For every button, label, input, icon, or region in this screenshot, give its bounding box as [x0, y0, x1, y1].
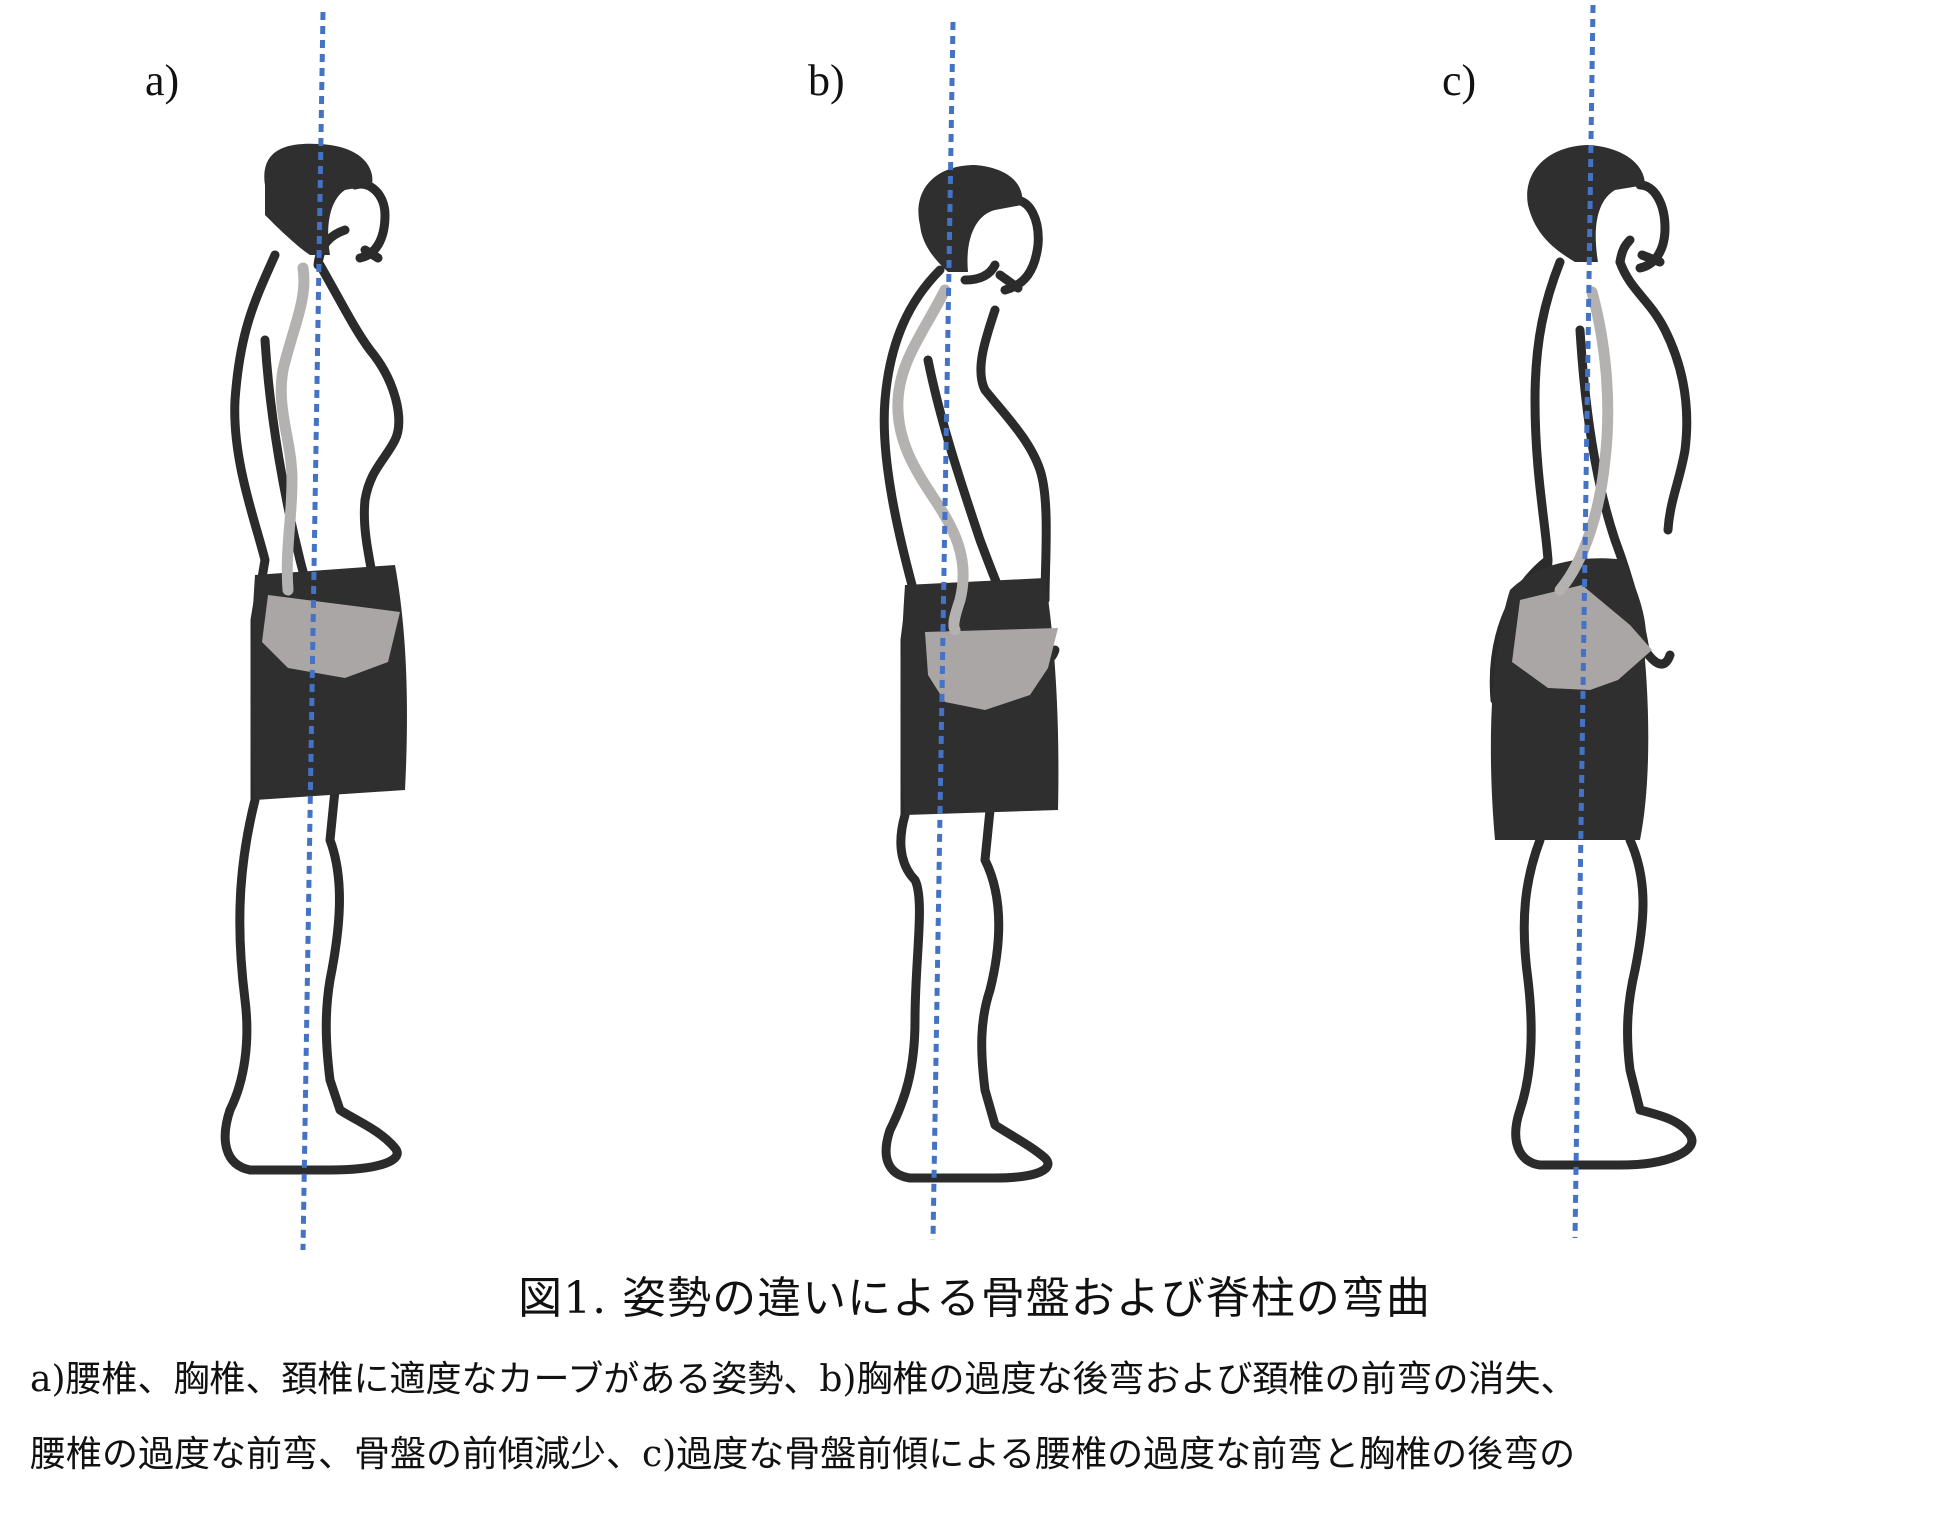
- figure-c-spine: [1554, 286, 1614, 596]
- figure-caption-line-2: 腰椎の過度な前弯、骨盤の前傾減少、c)過度な骨盤前傾による腰椎の過度な前弯と胸椎…: [30, 1434, 1576, 1475]
- figure-caption-line-1: a)腰椎、胸椎、頚椎に適度なカーブがある姿勢、b)胸椎の過度な後弯および頚椎の前…: [30, 1359, 1577, 1400]
- figure-b-spine: [892, 284, 969, 636]
- panel-label-b: b): [808, 56, 845, 105]
- figure-b-hair: [918, 165, 1023, 272]
- posture-figure: [220, 4, 1697, 1251]
- figure-c-hair: [1527, 145, 1645, 262]
- figure-a-plumb-line: [300, 11, 326, 1251]
- figure-a-spine: [275, 262, 310, 596]
- figure-b-plumb-line: [930, 21, 956, 1241]
- figure-caption-title: 図1. 姿勢の違いによる骨盤および脊柱の弯曲: [518, 1273, 1431, 1324]
- panel-label-a: a): [145, 56, 180, 105]
- figure-a-pelvis: [262, 595, 400, 678]
- figure-b-pelvis: [925, 628, 1058, 710]
- figure-c-plumb-line: [1572, 4, 1596, 1239]
- panel-label-c: c): [1442, 56, 1477, 105]
